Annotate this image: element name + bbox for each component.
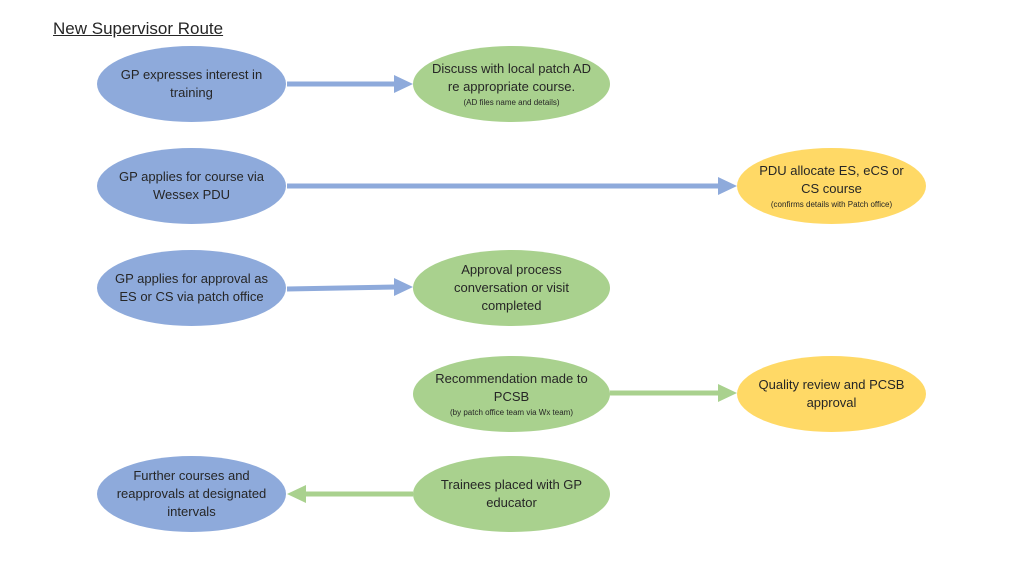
arrow-recommendation-to-quality-review [610, 384, 737, 402]
node-recommendation-pcsb: Recommendation made to PCSB (by patch of… [413, 356, 610, 432]
node-gp-applies-approval: GP applies for approval as ES or CS via … [97, 250, 286, 326]
node-label: Quality review and PCSB approval [758, 377, 905, 410]
node-label: GP applies for course via Wessex PDU [119, 169, 264, 202]
node-further-courses: Further courses and reapprovals at desig… [97, 456, 286, 532]
node-label: PDU allocate ES, eCS or CS course [759, 163, 904, 196]
arrow-interest-to-discuss [287, 75, 413, 93]
node-label: GP expresses interest in training [120, 67, 263, 100]
node-note: (AD files name and details) [463, 98, 560, 107]
node-label: Discuss with local patch AD re appropria… [432, 61, 591, 94]
node-pdu-allocate-course: PDU allocate ES, eCS or CS course (confi… [737, 148, 926, 224]
node-approval-process: Approval process conversation or visit c… [413, 250, 610, 326]
node-label: Further courses and reapprovals at desig… [116, 468, 267, 519]
arrow-apply-approval-to-process [286, 278, 413, 296]
arrow-trainees-to-further-courses [287, 485, 413, 503]
node-note: (by patch office team via Wx team) [449, 408, 573, 417]
node-gp-applies-course: GP applies for course via Wessex PDU [97, 148, 286, 224]
node-quality-review: Quality review and PCSB approval [737, 356, 926, 432]
page-title: New Supervisor Route [53, 19, 224, 38]
node-trainees-placed: Trainees placed with GP educator [413, 456, 610, 532]
node-label: Approval process conversation or visit c… [454, 262, 569, 313]
node-discuss-with-patch-ad: Discuss with local patch AD re appropria… [413, 46, 610, 122]
node-gp-expresses-interest: GP expresses interest in training [97, 46, 286, 122]
node-label: Trainees placed with GP educator [440, 477, 583, 510]
node-note: (confirms details with Patch office) [770, 200, 893, 209]
node-label: GP applies for approval as ES or CS via … [115, 271, 268, 304]
arrow-apply-course-to-pdu [287, 177, 737, 195]
node-label: Recommendation made to PCSB [435, 371, 588, 404]
